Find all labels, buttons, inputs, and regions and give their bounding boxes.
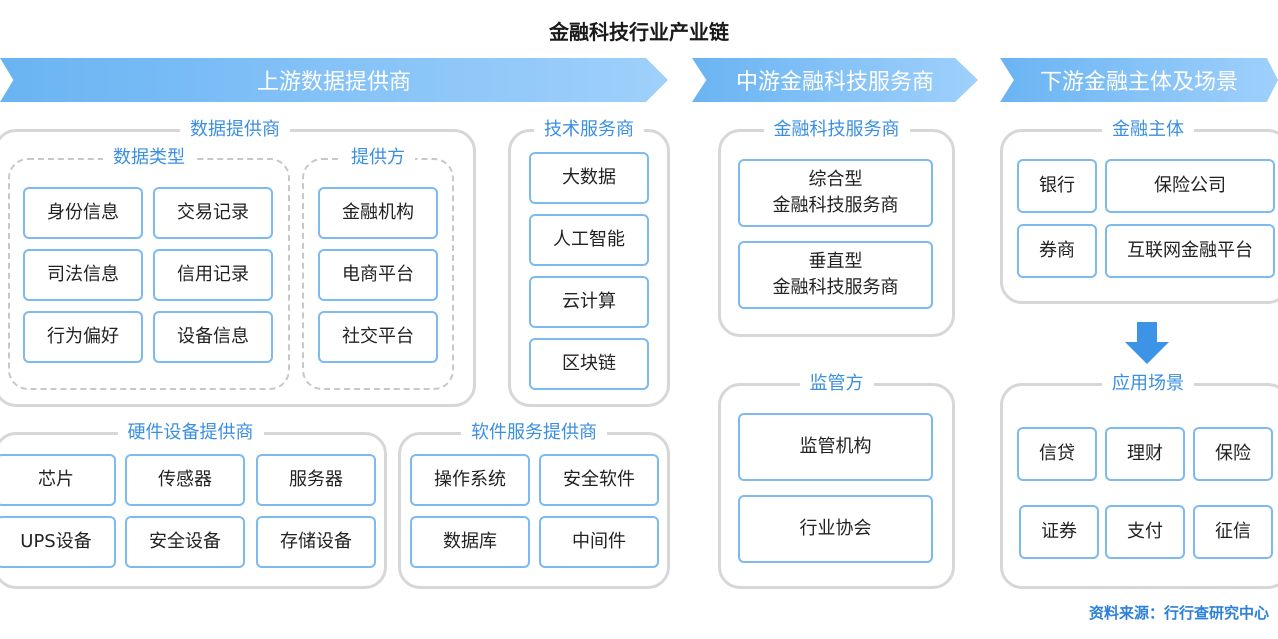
scenario-securities: 证券 bbox=[1019, 505, 1099, 559]
regulators-label: 监管方 bbox=[799, 373, 874, 394]
entity-internet-finance: 互联网金融平台 bbox=[1105, 224, 1275, 278]
tech-cloud: 云计算 bbox=[529, 276, 649, 328]
hardware-chip: 芯片 bbox=[0, 454, 116, 506]
tech-bigdata: 大数据 bbox=[529, 152, 649, 204]
fintech-comprehensive: 综合型 金融科技服务商 bbox=[738, 159, 933, 227]
fintech-services-label: 金融科技服务商 bbox=[763, 119, 910, 140]
tech-blockchain: 区块链 bbox=[529, 338, 649, 390]
hardware-security-device: 安全设备 bbox=[125, 516, 245, 568]
regulator-agency: 监管机构 bbox=[738, 413, 933, 481]
upstream-banner: 上游数据提供商 bbox=[0, 58, 668, 102]
data-providers-label: 数据提供商 bbox=[180, 119, 290, 140]
scenario-credit-reporting: 征信 bbox=[1193, 505, 1273, 559]
software-os: 操作系统 bbox=[410, 454, 530, 506]
arrow-down-icon bbox=[1125, 322, 1169, 364]
scenarios-label: 应用场景 bbox=[1102, 373, 1194, 394]
supplier-financial-institution: 金融机构 bbox=[318, 187, 438, 239]
data-type-behavior: 行为偏好 bbox=[23, 311, 143, 363]
financial-entities-label: 金融主体 bbox=[1102, 119, 1194, 140]
data-type-credit: 信用记录 bbox=[153, 249, 273, 301]
hardware-label: 硬件设备提供商 bbox=[117, 422, 264, 443]
chart-title: 金融科技行业产业链 bbox=[549, 20, 729, 44]
entity-bank: 银行 bbox=[1017, 159, 1097, 213]
software-middleware: 中间件 bbox=[539, 516, 659, 568]
scenario-insurance: 保险 bbox=[1193, 427, 1273, 481]
data-type-judicial: 司法信息 bbox=[23, 249, 143, 301]
data-type-transaction: 交易记录 bbox=[153, 187, 273, 239]
regulator-association: 行业协会 bbox=[738, 495, 933, 563]
software-label: 软件服务提供商 bbox=[461, 422, 607, 443]
entity-insurance-company: 保险公司 bbox=[1105, 159, 1275, 213]
downstream-banner: 下游金融主体及场景 bbox=[1000, 58, 1278, 102]
software-database: 数据库 bbox=[410, 516, 530, 568]
source-note: 资料来源：行行查研究中心 bbox=[1089, 604, 1270, 622]
entity-broker: 券商 bbox=[1017, 224, 1097, 278]
supplier-ecommerce: 电商平台 bbox=[318, 249, 438, 301]
supplier-social: 社交平台 bbox=[318, 311, 438, 363]
hardware-sensor: 传感器 bbox=[125, 454, 245, 506]
software-security: 安全软件 bbox=[539, 454, 659, 506]
scenario-credit: 信贷 bbox=[1017, 427, 1097, 481]
hardware-ups: UPS设备 bbox=[0, 516, 116, 568]
tech-ai: 人工智能 bbox=[529, 214, 649, 266]
fintech-vertical: 垂直型 金融科技服务商 bbox=[738, 241, 933, 309]
tech-services-label: 技术服务商 bbox=[534, 119, 644, 140]
hardware-server: 服务器 bbox=[256, 454, 376, 506]
data-type-identity: 身份信息 bbox=[23, 187, 143, 239]
scenario-payment: 支付 bbox=[1105, 505, 1185, 559]
data-type-device: 设备信息 bbox=[153, 311, 273, 363]
scenario-wealth: 理财 bbox=[1105, 427, 1185, 481]
midstream-banner: 中游金融科技服务商 bbox=[692, 58, 978, 102]
hardware-storage: 存储设备 bbox=[256, 516, 376, 568]
